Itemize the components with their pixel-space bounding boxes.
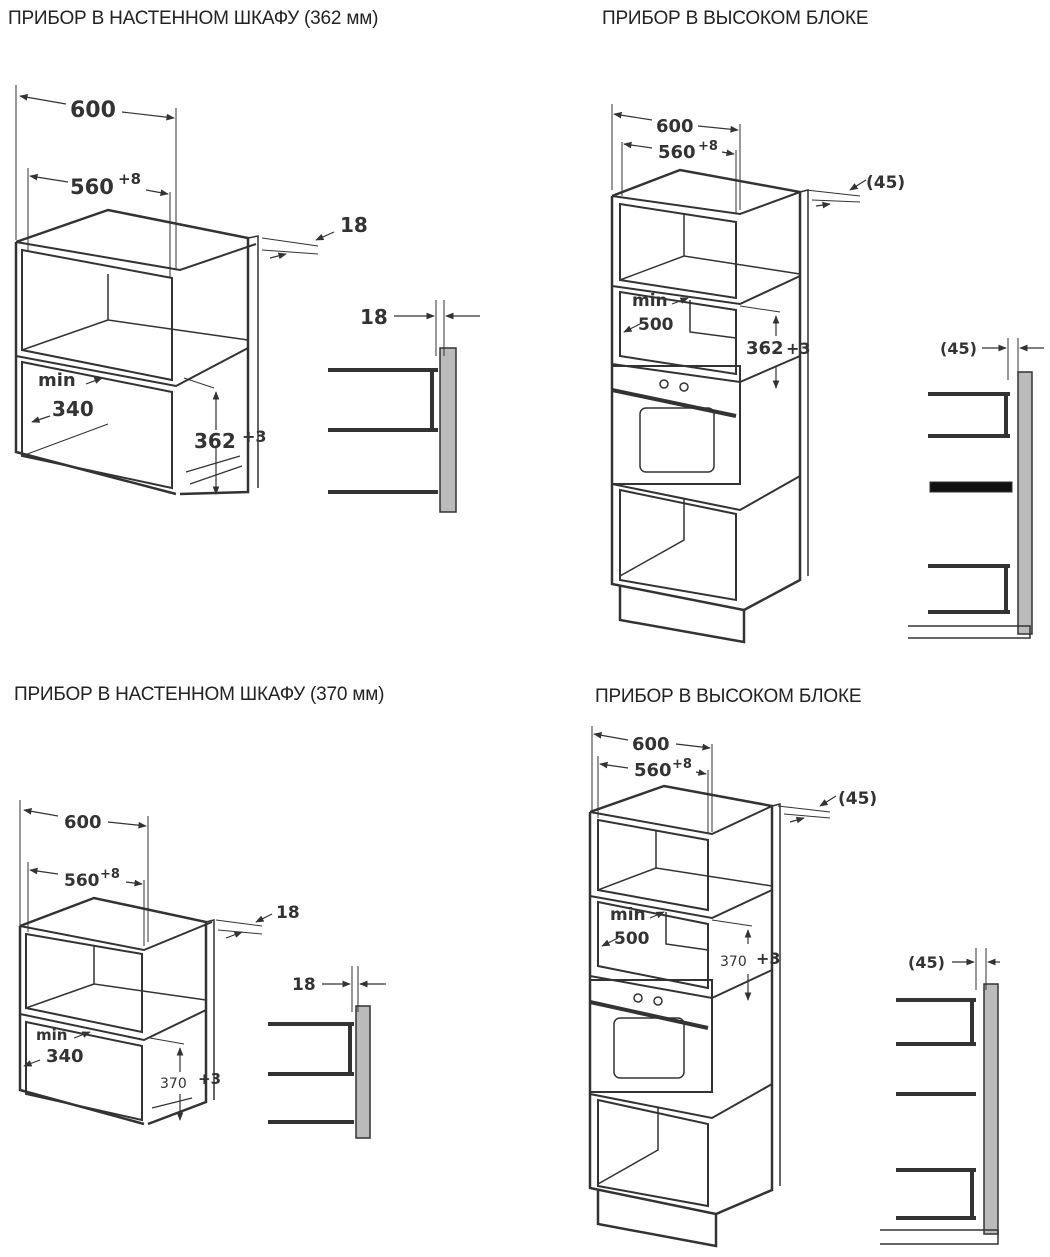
q3-height-label: 370: [160, 1076, 187, 1092]
q2-inner-tolerance: +8: [698, 139, 718, 154]
title-tall-unit-top: ПРИБОР В ВЫСОКОМ БЛОКЕ: [602, 8, 869, 29]
wall-cabinet-370-labels: 600 560 +8 18 18 min 340 370 +3: [36, 812, 316, 1092]
title-wall-cabinet-362: ПРИБОР В НАСТЕННОМ ШКАФУ (362 мм): [8, 8, 379, 29]
q3-inner-width-label: 560: [64, 871, 100, 891]
q4-gap-label: (45): [838, 789, 877, 809]
title-tall-unit-bottom: ПРИБОР В ВЫСОКОМ БЛОКЕ: [595, 686, 862, 707]
wall-cabinet-362-diagram: [14, 85, 480, 513]
q3-min-label: min: [36, 1026, 67, 1044]
q1-inner-tolerance: +8: [118, 170, 141, 188]
q4-height-label: 370: [720, 954, 747, 970]
q1-inner-width-label: 560: [70, 175, 114, 199]
q2-inner-width-label: 560: [658, 142, 696, 163]
tall-unit-top-diagram: [610, 104, 1044, 644]
q2-min-label: min: [632, 291, 668, 311]
q2-gap-label: (45): [866, 173, 905, 193]
wall-cabinet-362-labels: 600 560 +8 18 18 min 340 362 +3: [38, 98, 388, 453]
q4-gap-detail-label: (45): [908, 953, 945, 972]
q4-depth-label: 500: [614, 929, 650, 949]
q1-height-label: 362: [194, 429, 236, 453]
q3-width-label: 600: [64, 812, 102, 833]
wall-cabinet-370-diagram: [18, 800, 386, 1139]
q3-depth-label: 340: [46, 1046, 84, 1067]
q1-width-label: 600: [70, 98, 116, 123]
q4-width-label: 600: [632, 734, 670, 755]
q1-side-detail-label: 18: [360, 305, 388, 329]
q3-height-tolerance: +3: [198, 1070, 221, 1088]
q2-gap-detail-label: (45): [940, 339, 977, 358]
q4-min-label: min: [610, 905, 646, 925]
q2-height-label: 362: [746, 338, 784, 359]
q2-depth-label: 500: [638, 315, 674, 335]
q3-side-label: 18: [276, 903, 300, 923]
q1-side-label: 18: [340, 213, 368, 237]
q3-inner-tolerance: +8: [100, 867, 120, 882]
q3-side-detail-label: 18: [292, 975, 316, 995]
tall-unit-bottom-diagram: [588, 726, 1000, 1248]
title-wall-cabinet-370: ПРИБОР В НАСТЕННОМ ШКАФУ (370 мм): [14, 684, 385, 705]
q4-inner-tolerance: +8: [672, 757, 692, 772]
tall-unit-top-labels: 600 560 +8 (45) min 500 362 +3 (45): [632, 116, 977, 359]
q1-min-label: min: [38, 370, 76, 391]
q1-height-tolerance: +3: [242, 427, 267, 446]
q4-height-tolerance: +3: [756, 949, 781, 968]
tall-unit-bottom-labels: 600 560 +8 (45) min 500 370 +3 (45): [610, 734, 945, 972]
q1-depth-label: 340: [52, 397, 94, 421]
q4-inner-width-label: 560: [634, 760, 672, 781]
q2-height-tolerance: +3: [786, 339, 811, 358]
q2-width-label: 600: [656, 116, 694, 137]
